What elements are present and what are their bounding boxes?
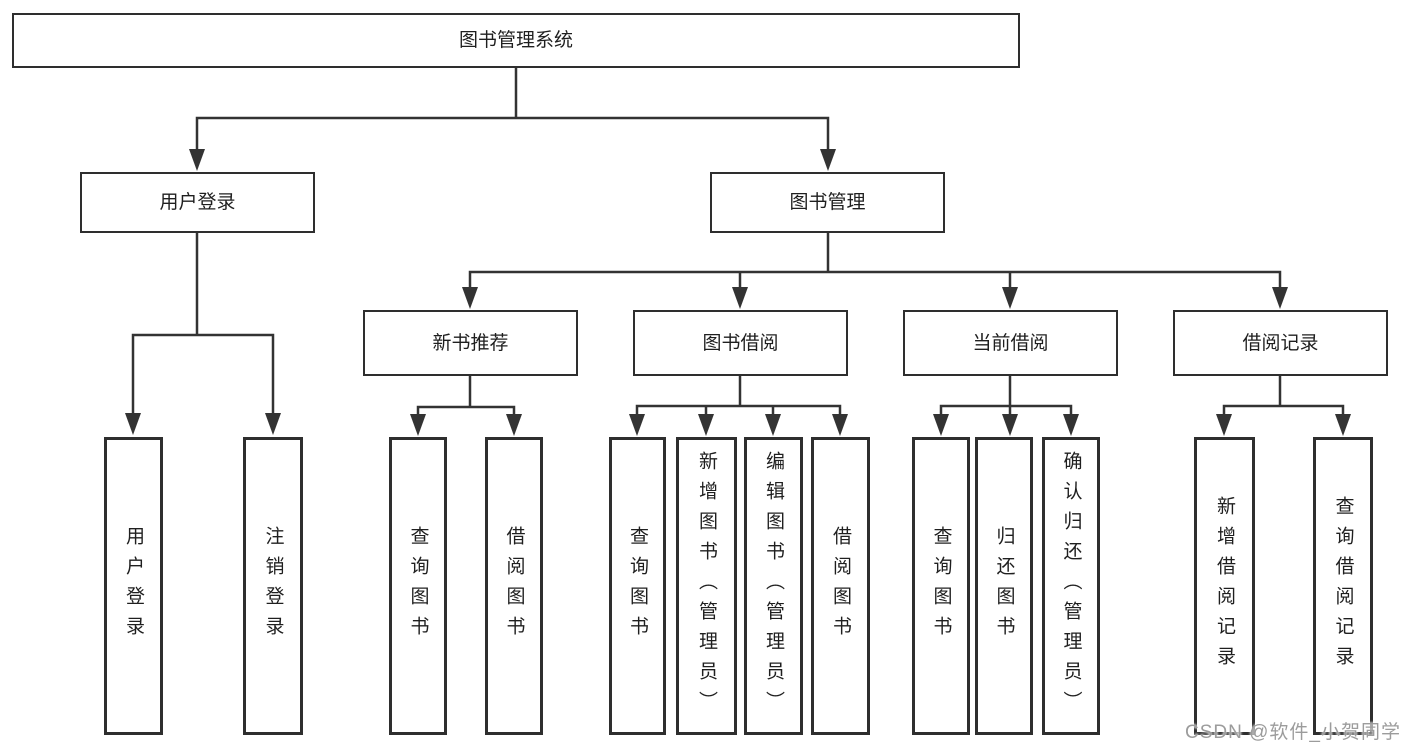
leaf-add-book-admin: 新增图书（管理员）	[676, 437, 737, 735]
leaf-edit-book-admin: 编辑图书（管理员）	[744, 437, 803, 735]
leaf-add-borrow-record-label: 新增借阅记录	[1214, 496, 1235, 676]
leaf-user-login: 用户登录	[104, 437, 163, 735]
leaf-query-books-borrow: 查询图书	[609, 437, 666, 735]
leaf-query-books-current: 查询图书	[912, 437, 970, 735]
leaf-add-borrow-record: 新增借阅记录	[1194, 437, 1255, 735]
leaf-borrow-books-2-label: 借阅图书	[830, 526, 851, 646]
node-new-book-recommend: 新书推荐	[363, 310, 578, 376]
leaf-query-borrow-record-label: 查询借阅记录	[1332, 496, 1354, 676]
node-user-login: 用户登录	[80, 172, 315, 233]
leaf-return-books: 归还图书	[975, 437, 1033, 735]
leaf-query-books-borrow-label: 查询图书	[627, 526, 648, 646]
node-book-borrow: 图书借阅	[633, 310, 848, 376]
leaf-borrow-books-recommend-label: 借阅图书	[503, 526, 525, 646]
leaf-confirm-return-admin: 确认归还（管理员）	[1042, 437, 1100, 735]
leaf-logout-label: 注销登录	[262, 526, 284, 646]
leaf-query-borrow-record: 查询借阅记录	[1313, 437, 1373, 735]
leaf-query-books-recommend-label: 查询图书	[407, 526, 429, 646]
node-borrow-records: 借阅记录	[1173, 310, 1388, 376]
leaf-user-login-label: 用户登录	[123, 526, 144, 646]
leaf-confirm-return-admin-label: 确认归还（管理员）	[1060, 451, 1082, 721]
node-library-management-system: 图书管理系统	[12, 13, 1020, 68]
leaf-logout: 注销登录	[243, 437, 303, 735]
leaf-add-book-admin-label: 新增图书（管理员）	[696, 451, 717, 721]
leaf-borrow-books-2: 借阅图书	[811, 437, 870, 735]
leaf-query-books-current-label: 查询图书	[930, 526, 952, 646]
node-current-borrow: 当前借阅	[903, 310, 1118, 376]
node-book-management: 图书管理	[710, 172, 945, 233]
leaf-return-books-label: 归还图书	[993, 526, 1015, 646]
csdn-watermark: CSDN @软件_小贺同学	[1185, 722, 1401, 743]
leaf-query-books-recommend: 查询图书	[389, 437, 447, 735]
leaf-edit-book-admin-label: 编辑图书（管理员）	[763, 451, 784, 721]
leaf-borrow-books-recommend: 借阅图书	[485, 437, 543, 735]
